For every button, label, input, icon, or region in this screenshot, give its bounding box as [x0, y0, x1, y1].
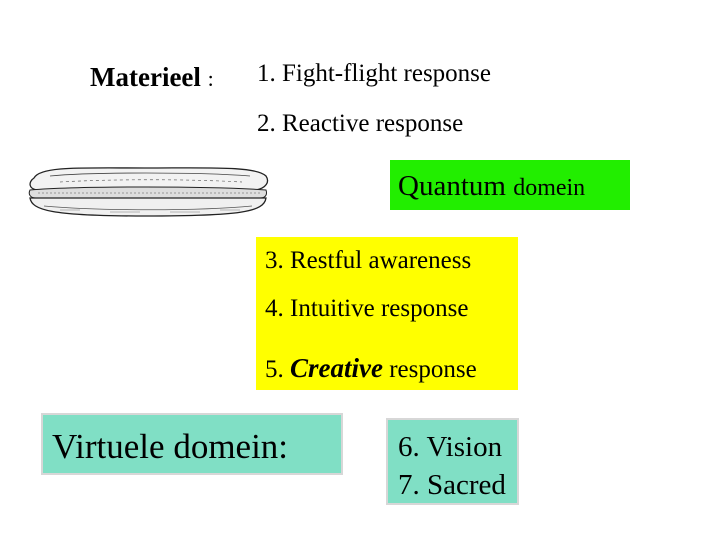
response-item-5-suffix: response [389, 356, 477, 383]
vision-sacred-box: 6. Vision 7. Sacred [386, 418, 519, 505]
response-item-1: 1. Fight-flight response [257, 60, 492, 87]
materieel-colon: : [207, 66, 214, 91]
response-item-2: 2. Reactive response [257, 110, 464, 137]
quantum-domein: domein [513, 175, 586, 201]
response-item-5-number: 5. [265, 356, 284, 383]
sacred-item: 7. Sacred [398, 469, 506, 501]
quantum-domain-box: Quantum domein [390, 160, 630, 210]
virtuele-domain-box: Virtuele domein: [41, 413, 343, 475]
sandwich-image [28, 167, 269, 217]
virtuele-label: Virtuele domein: [52, 427, 289, 466]
materieel-heading: Materieel : [90, 62, 214, 93]
response-highlight-box: 3. Restful awareness 4. Intuitive respon… [256, 237, 518, 390]
response-item-3: 3. Restful awareness [265, 247, 472, 274]
response-item-4: 4. Intuitive response [265, 295, 469, 322]
materieel-label: Materieel [90, 62, 201, 92]
quantum-word: Quantum [398, 170, 506, 202]
response-item-5: 5. Creative response [265, 353, 477, 384]
response-item-5-emphasis: Creative [290, 353, 383, 383]
vision-item: 6. Vision [398, 431, 503, 463]
